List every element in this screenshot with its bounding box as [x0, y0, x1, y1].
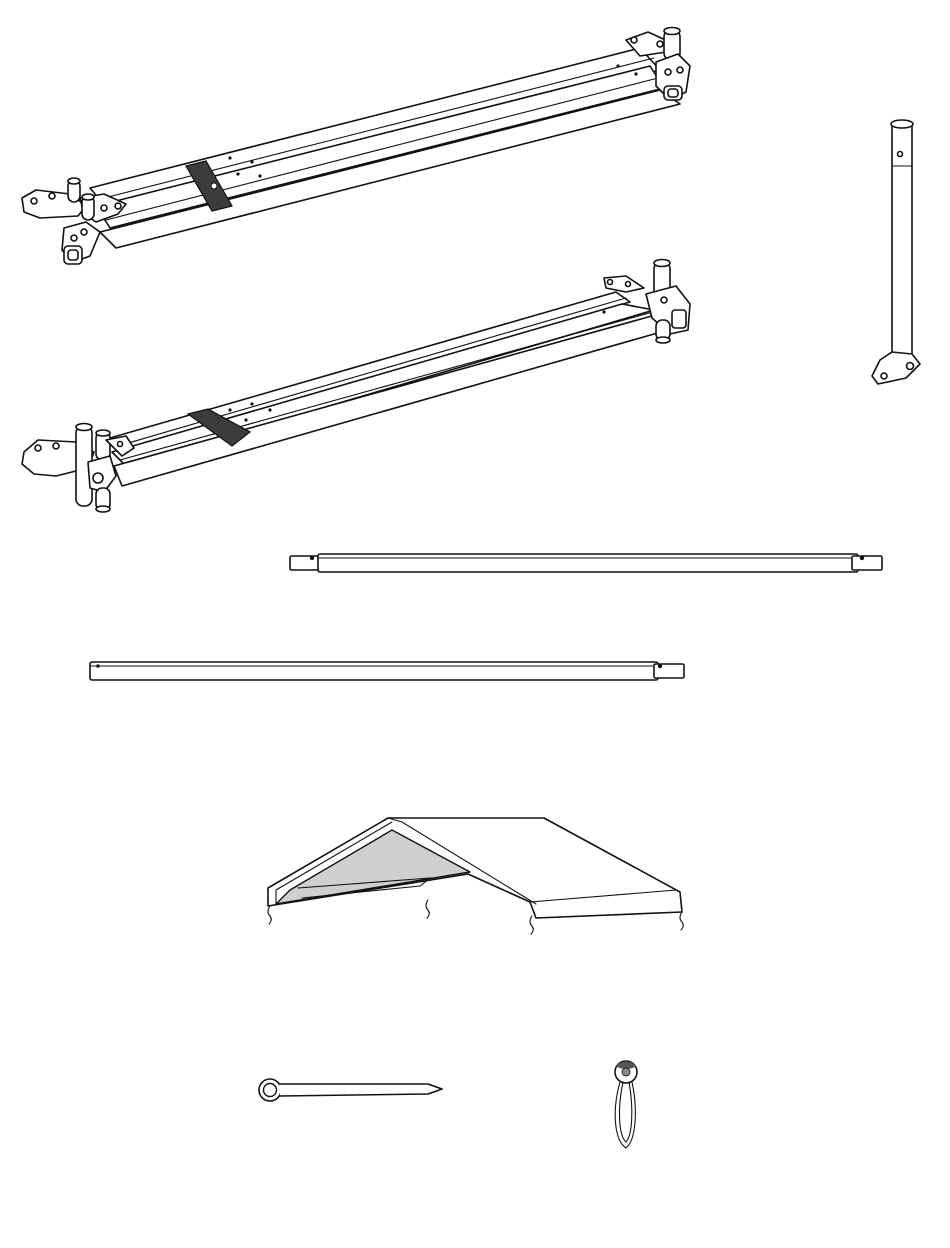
top-rail-assembly-2: [22, 260, 690, 513]
ball-bungee: [615, 1061, 637, 1148]
rail-tubes: [90, 48, 680, 248]
cross-pole-long: [290, 554, 882, 572]
cross-pole-short: [90, 662, 684, 680]
ground-stake: [259, 1079, 442, 1101]
top-rail-assembly-1: [22, 28, 690, 265]
leg-pole: [872, 120, 920, 384]
rail-tubes: [110, 292, 682, 486]
canopy-cover: [268, 818, 683, 934]
